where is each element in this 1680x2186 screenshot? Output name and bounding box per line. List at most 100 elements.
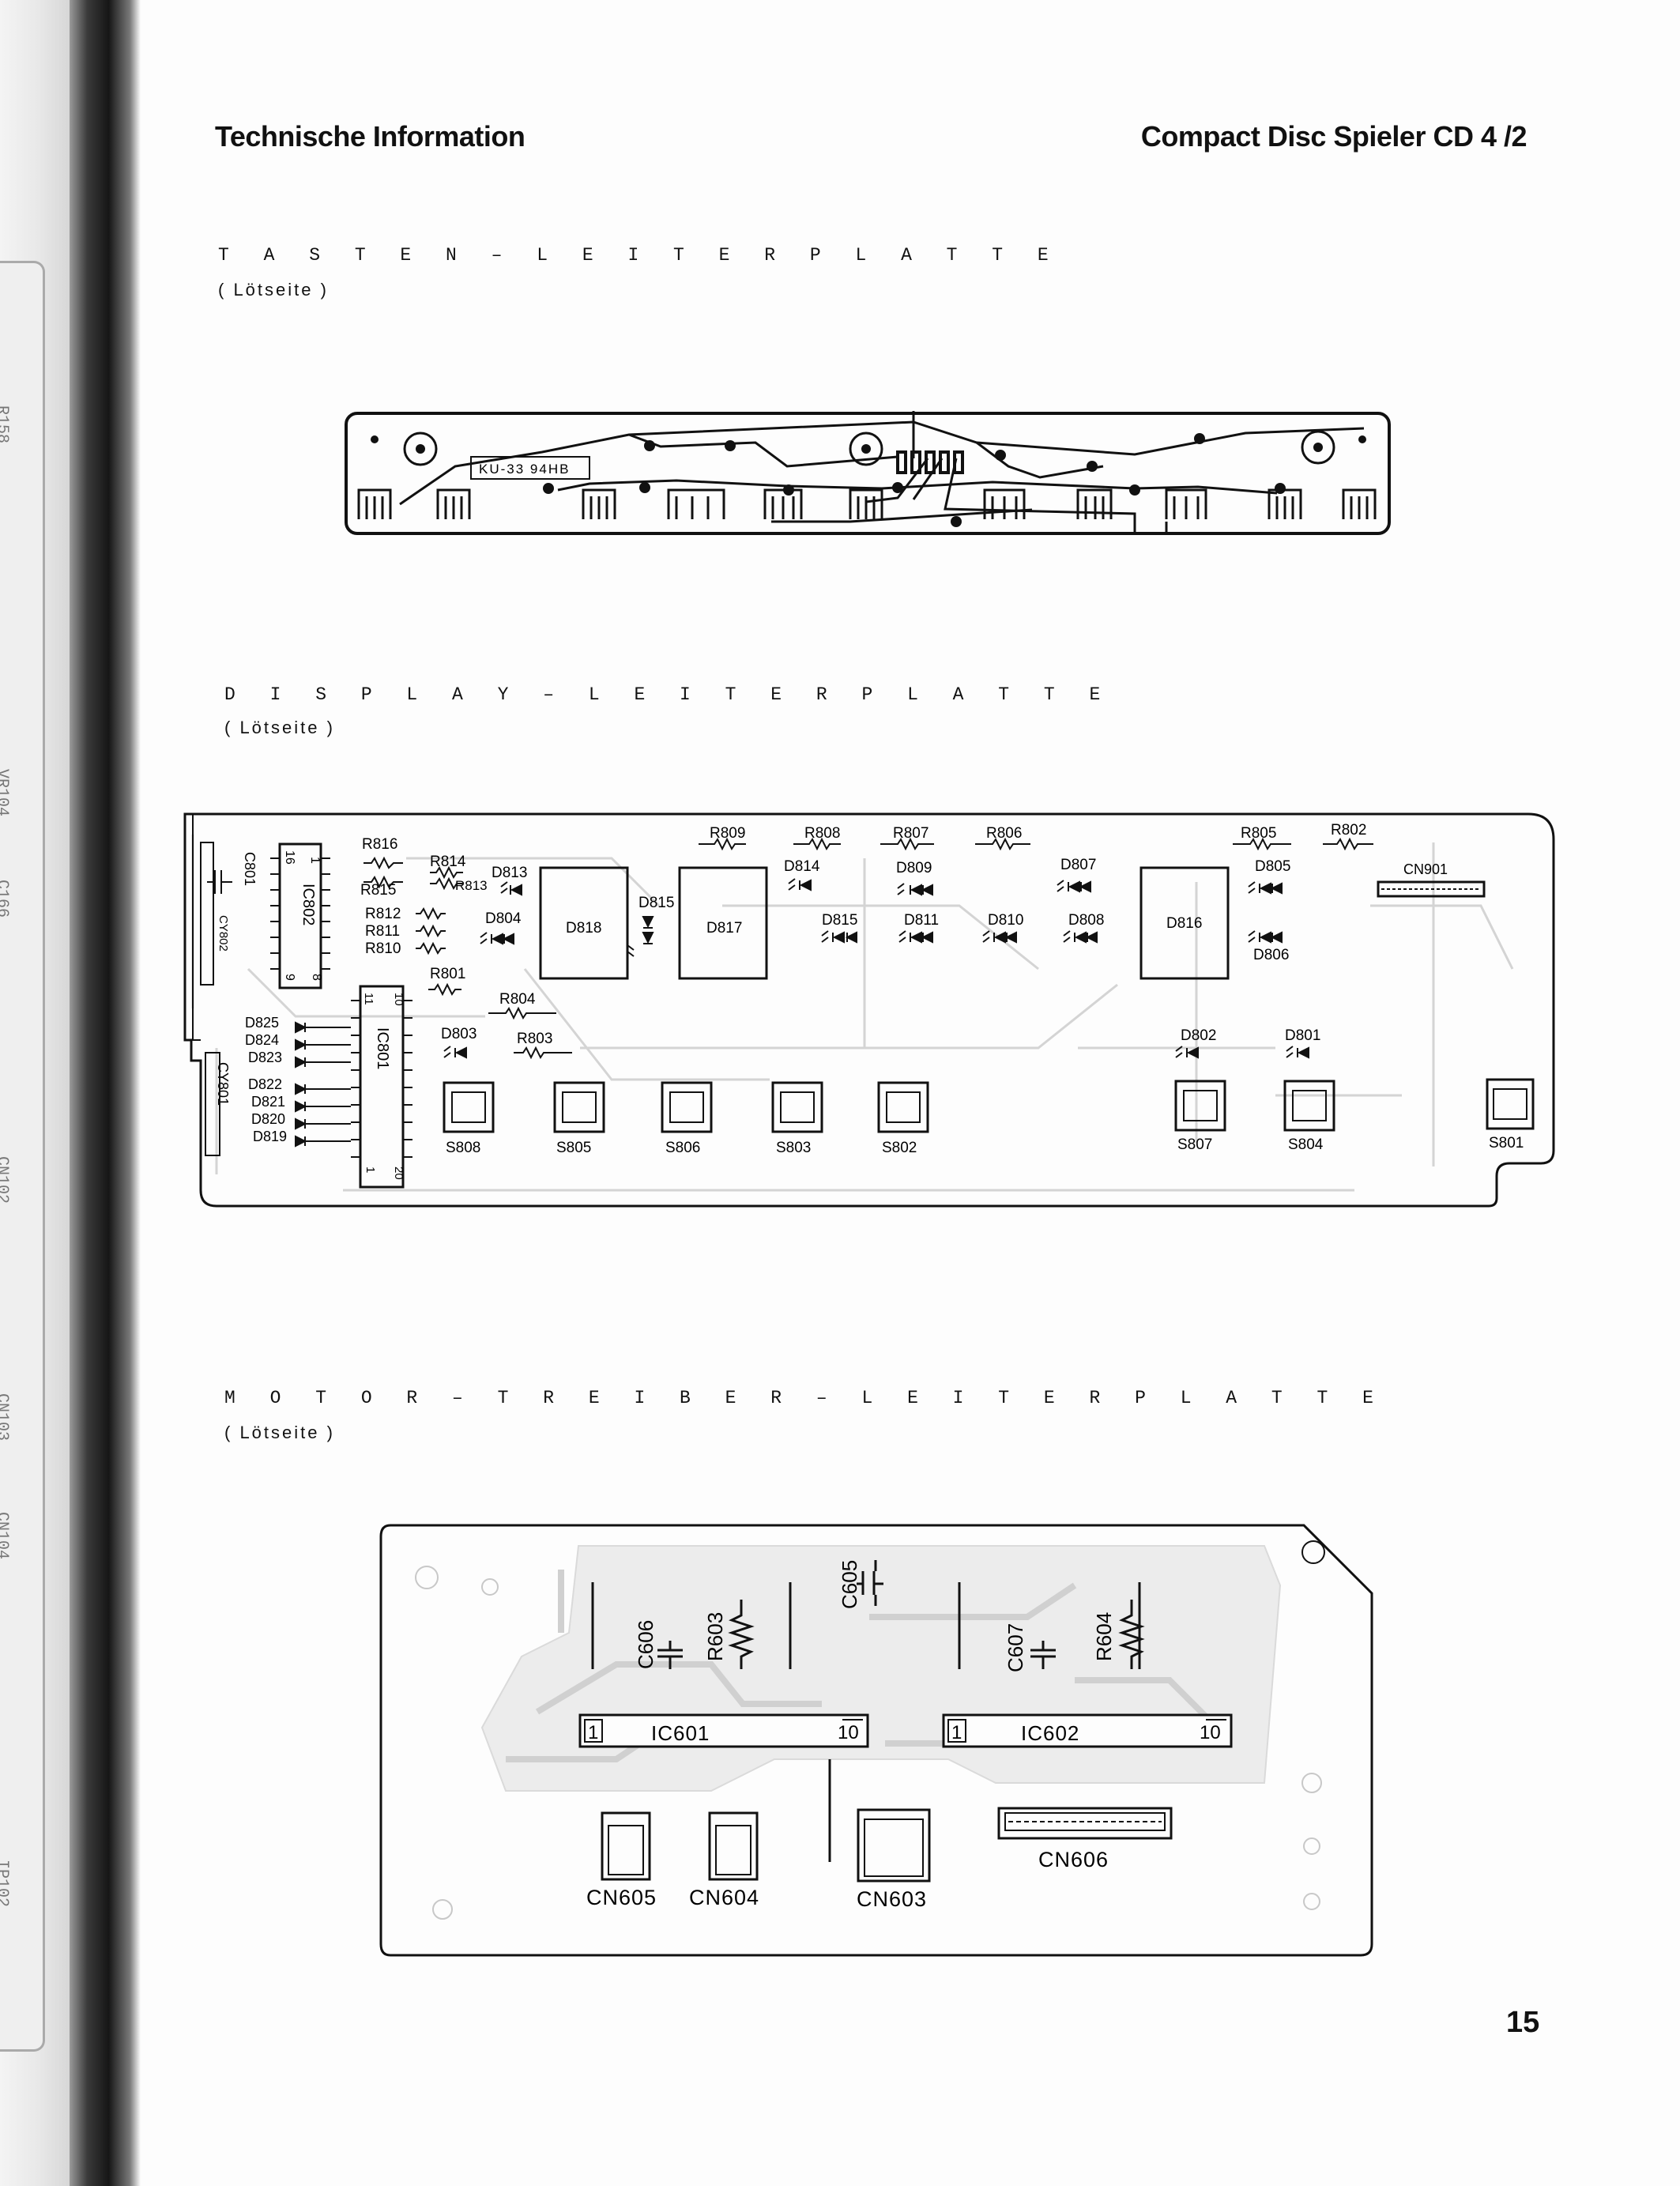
label-d801: D801 [1285, 1027, 1320, 1044]
ic802-label: IC802 [299, 884, 317, 925]
binding-shadow [70, 0, 141, 2186]
label-d819: D819 [253, 1129, 287, 1144]
label-r809: R809 [710, 825, 745, 842]
label-r805: R805 [1241, 825, 1276, 842]
ic801-pin10: 10 [392, 993, 405, 1006]
gutter-label: CN102 [0, 1156, 11, 1204]
gutter-label: CN104 [0, 1512, 11, 1560]
label-d825: D825 [245, 1015, 279, 1031]
label-cn901: CN901 [1403, 861, 1448, 877]
page-number: 15 [1506, 2006, 1540, 2039]
ic801-pin20: 20 [392, 1166, 405, 1180]
ic602-pin10: 10 [1200, 1722, 1221, 1743]
label-d809: D809 [896, 860, 932, 876]
ic801-pin11: 11 [362, 993, 375, 1005]
label-d805: D805 [1255, 858, 1290, 875]
label-c607: C607 [1004, 1623, 1027, 1672]
label-r812: R812 [365, 906, 401, 922]
label-d803: D803 [441, 1026, 477, 1042]
gutter-label: CN103 [0, 1393, 11, 1442]
ic801-pin1: 1 [363, 1166, 377, 1173]
label-cn605: CN605 [586, 1886, 657, 1909]
tasten-section-title: T A S T E N – L E I T E R P L A T T E [218, 245, 1060, 266]
label-r802: R802 [1331, 822, 1366, 839]
header-title-right: Compact Disc Spieler CD 4 /2 [1140, 120, 1527, 153]
label-r808: R808 [804, 825, 840, 842]
gutter-label: IP102 [0, 1860, 11, 1908]
gutter-label: R158 [0, 405, 11, 444]
label-d804: D804 [485, 910, 522, 927]
label-s803: S803 [776, 1140, 811, 1156]
label-r603: R603 [703, 1612, 727, 1661]
label-d811: D811 [904, 912, 939, 929]
label-cy801: CY801 [215, 1062, 231, 1106]
label-r804: R804 [499, 991, 536, 1008]
label-s802: S802 [882, 1140, 917, 1156]
label-d806: D806 [1253, 947, 1289, 963]
label-d820: D820 [251, 1111, 285, 1127]
label-r814: R814 [430, 854, 466, 870]
label-cn606: CN606 [1038, 1848, 1109, 1871]
label-r816: R816 [362, 836, 397, 853]
tasten-section-subtitle: ( Lötseite ) [218, 280, 329, 300]
motor-section-title: M O T O R – T R E I B E R – L E I T E R … [224, 1388, 1385, 1408]
label-d817: D817 [706, 920, 742, 937]
label-c801: C801 [242, 852, 258, 886]
label-d802: D802 [1181, 1027, 1216, 1044]
label-r810: R810 [365, 940, 401, 957]
label-d824: D824 [245, 1032, 279, 1048]
ic602-label: IC602 [1021, 1721, 1079, 1745]
label-c606: C606 [634, 1620, 657, 1669]
gutter-label: C166 [0, 880, 11, 918]
label-d810: D810 [988, 912, 1023, 929]
label-d822: D822 [248, 1076, 282, 1092]
label-d823: D823 [248, 1050, 282, 1065]
motor-driver-board: C605 C606 R603 C607 R604 1 IC601 10 1 IC… [379, 1524, 1373, 1957]
label-d818: D818 [566, 920, 601, 937]
label-cy802: CY802 [217, 915, 230, 952]
label-r806: R806 [986, 825, 1022, 842]
label-r807: R807 [893, 825, 929, 842]
label-r803: R803 [517, 1031, 552, 1047]
label-r813: R813 [455, 878, 488, 893]
ic801-label: IC801 [374, 1027, 391, 1069]
label-r604: R604 [1092, 1612, 1116, 1661]
ic601-pin10: 10 [838, 1722, 859, 1743]
label-s805: S805 [556, 1140, 591, 1156]
label-r811: R811 [365, 923, 400, 940]
label-d815b: D815 [822, 912, 857, 929]
label-s807: S807 [1177, 1136, 1212, 1153]
label-r801: R801 [430, 966, 465, 982]
gutter-label: VR104 [0, 769, 11, 817]
ic601-pin1: 1 [588, 1722, 598, 1743]
label-d821: D821 [251, 1094, 285, 1110]
display-section-title: D I S P L A Y – L E I T E R P L A T T E [224, 684, 1113, 705]
adjacent-page-pcb-fragment: R158 VR104 C166 CN102 CN103 CN104 IP102 [0, 261, 45, 2052]
label-d816: D816 [1166, 915, 1202, 932]
ic802-pin9: 9 [283, 974, 296, 981]
label-cn603: CN603 [857, 1887, 927, 1911]
label-s804: S804 [1288, 1136, 1324, 1153]
label-s808: S808 [446, 1140, 480, 1156]
label-d814: D814 [784, 858, 820, 875]
label-r815: R815 [360, 882, 396, 899]
display-board: C801 CY802 CY801 16 1 IC802 9 8 R816 R81… [183, 812, 1555, 1208]
label-cn604: CN604 [689, 1886, 759, 1909]
motor-section-subtitle: ( Lötseite ) [224, 1423, 335, 1442]
label-s801: S801 [1489, 1135, 1524, 1151]
label-d808: D808 [1068, 912, 1104, 929]
ic802-pin1: 1 [308, 857, 322, 864]
tasten-board: KU-33 94HB [345, 411, 1391, 535]
label-d815a: D815 [638, 895, 674, 911]
ic601-label: IC601 [651, 1721, 710, 1745]
tasten-board-label: KU-33 94HB [479, 462, 570, 477]
header-title-left: Technische Information [215, 120, 525, 153]
label-d807: D807 [1060, 857, 1096, 873]
label-d813: D813 [492, 865, 527, 881]
ic802-pin16: 16 [283, 850, 296, 865]
label-c605: C605 [838, 1560, 861, 1609]
ic802-pin8: 8 [310, 974, 323, 981]
ic602-pin1: 1 [951, 1722, 962, 1743]
display-section-subtitle: ( Lötseite ) [224, 718, 335, 737]
label-s806: S806 [665, 1140, 700, 1156]
